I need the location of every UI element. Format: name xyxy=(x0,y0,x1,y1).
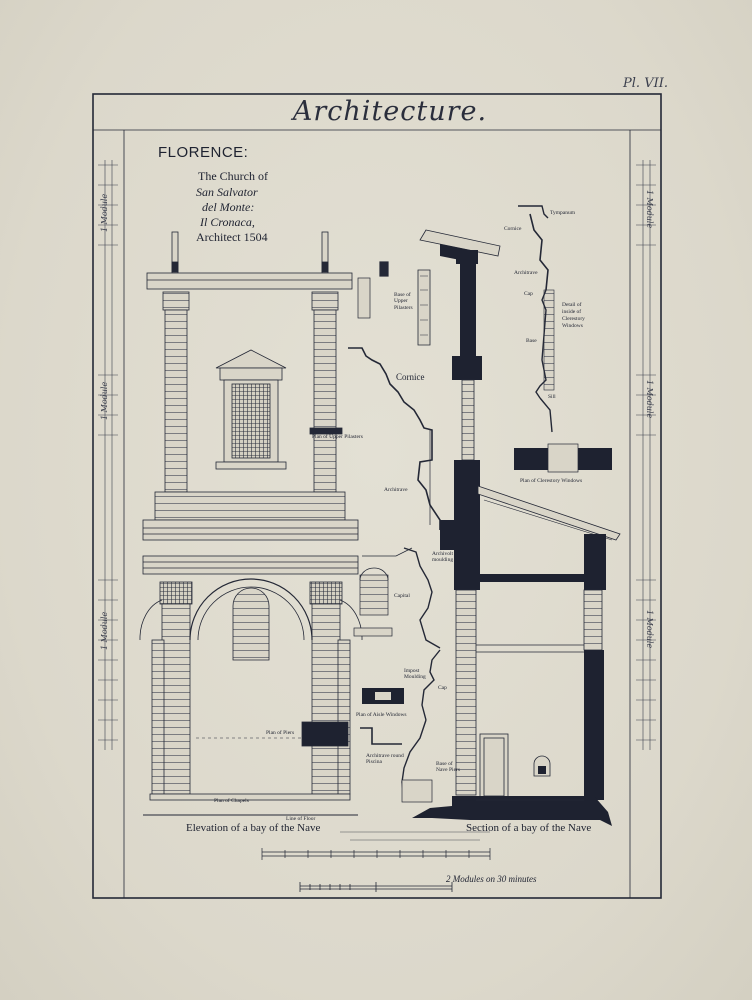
margin-label-left-lower: 1 Module xyxy=(100,611,109,650)
label-tympanum: Tympanum xyxy=(550,210,575,216)
label-cornice: Cornice xyxy=(396,372,425,382)
margin-label-right-middle: 1 Module xyxy=(645,380,654,419)
label-impost-moulding: Impost Moulding xyxy=(404,668,426,681)
plate-number: Pl. VII. xyxy=(623,76,668,91)
label-architrave: Architrave xyxy=(384,487,408,493)
label-base-upper-pilasters: Base of Upper Pilasters xyxy=(394,292,413,311)
label-clerestory-cap: Cap xyxy=(524,291,533,297)
church-line-5: Architect 1504 xyxy=(196,230,268,244)
church-line-2: San Salvator xyxy=(196,185,258,199)
margin-scale-right xyxy=(636,160,656,750)
label-clerestory-architrave: Architrave xyxy=(514,270,538,276)
section-caption: Section of a bay of the Nave xyxy=(466,822,592,834)
label-archivolt-moulding: Archivolt moulding xyxy=(432,551,454,564)
moulding-profiles xyxy=(348,261,441,803)
margin-scale-left xyxy=(98,160,118,750)
label-plan-aisle-windows: Plan of Aisle Windows xyxy=(356,712,407,718)
margin-label-right-upper: 1 Module xyxy=(645,190,654,229)
nave-bay-elevation xyxy=(139,231,363,816)
nave-bay-section xyxy=(412,229,621,826)
label-capital: Capital xyxy=(394,593,410,599)
label-clerestory-sill: Sill xyxy=(548,394,556,400)
label-detail-line-1: Detail of xyxy=(562,302,582,308)
plate-title: Architecture. xyxy=(292,96,488,127)
margin-label-right-lower: 1 Module xyxy=(645,610,654,649)
clerestory-window-detail xyxy=(514,205,612,473)
label-plan-of-piers: Plan of Piers xyxy=(266,730,295,736)
label-plan-upper-pilasters: Plan of Upper Pilasters xyxy=(312,434,363,440)
city-heading: FLORENCE: xyxy=(158,144,249,161)
plate-frame xyxy=(92,93,662,899)
label-clerestory-base: Base xyxy=(526,338,537,344)
label-plan-clerestory-windows: Plan of Clerestory Windows xyxy=(520,478,583,484)
label-detail-line-3: Clerestory xyxy=(562,316,585,322)
church-line-3: del Monte: xyxy=(202,200,255,214)
label-clerestory-cornice: Cornice xyxy=(504,226,522,232)
modules-scale-label: 2 Modules on 30 minutes xyxy=(446,874,537,884)
label-architrave-round-piscina: Architrave round Piscina xyxy=(366,753,404,766)
label-base-nave-piers: Base of Nave Piers xyxy=(436,761,460,774)
elevation-caption: Elevation of a bay of the Nave xyxy=(186,822,321,834)
label-detail-line-4: Windows xyxy=(562,323,583,329)
church-line-1: The Church of xyxy=(198,169,268,183)
label-plan-of-chapels: Plan of Chapels xyxy=(214,798,249,804)
church-line-4: Il Cronaca, xyxy=(200,215,255,229)
label-line-of-floor: Line of Floor xyxy=(286,816,316,822)
margin-label-left-middle: 1 Module xyxy=(100,381,109,420)
graphic-scale-small xyxy=(261,831,491,860)
margin-label-left-upper: 1 Module xyxy=(100,193,109,232)
graphic-scale-modules xyxy=(299,882,453,892)
label-cap: Cap xyxy=(438,685,447,691)
label-detail-line-2: inside of xyxy=(562,309,582,315)
